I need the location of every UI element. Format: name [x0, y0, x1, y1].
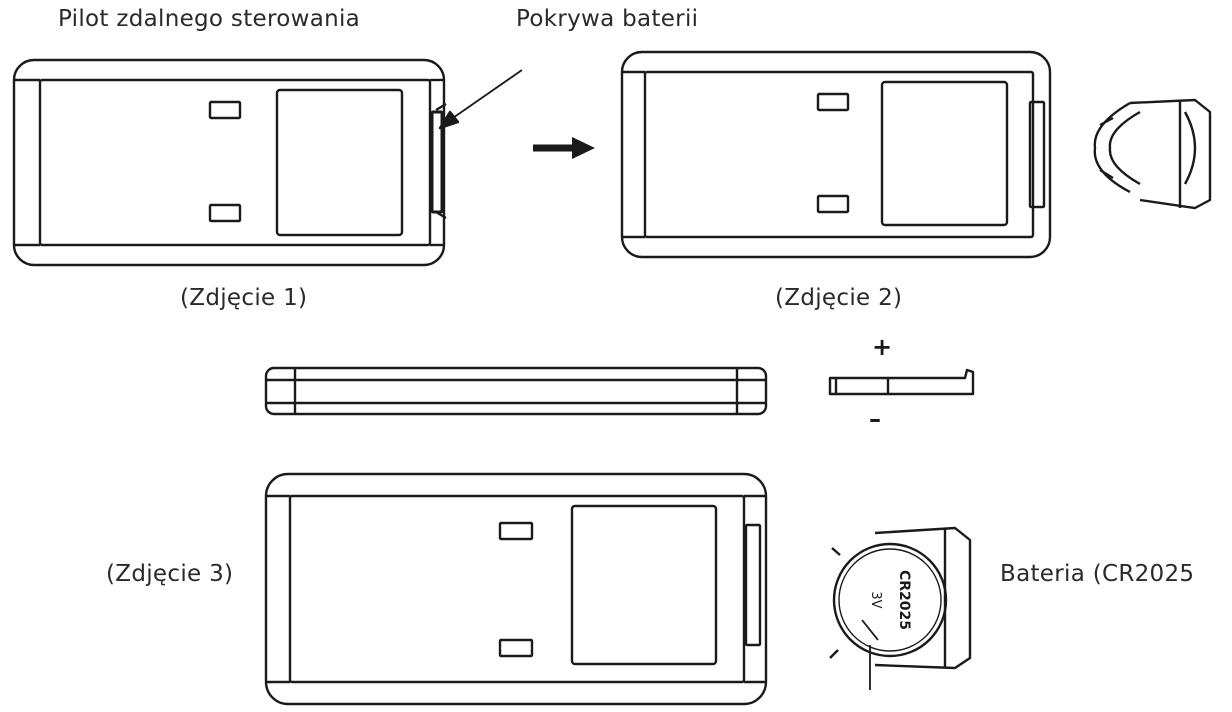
label-remote-control: Pilot zdalnego sterowania [58, 6, 361, 32]
label-battery: Bateria (CR2025 [1000, 561, 1195, 587]
label-photo-3: (Zdjęcie 3) [106, 561, 234, 587]
plus-sign: + [872, 333, 892, 361]
battery-voltage-marking: 3V [868, 591, 883, 608]
cover-pointer-arrow [438, 69, 523, 130]
direction-arrow [533, 137, 595, 159]
remote-bottom-view-photo-3 [264, 472, 768, 706]
remote-side-view [264, 366, 768, 416]
battery-holder-removed [1093, 98, 1212, 210]
label-photo-1: (Zdjęcie 1) [180, 285, 308, 311]
remote-top-view-photo-1 [12, 58, 447, 267]
remote-top-view-photo-2 [620, 50, 1052, 259]
battery-side-view [828, 368, 975, 396]
label-battery-cover: Pokrywa baterii [516, 6, 699, 32]
label-photo-2: (Zdjęcie 2) [775, 285, 903, 311]
battery-in-holder [829, 526, 972, 690]
battery-model-marking: CR2025 [896, 570, 912, 630]
minus-sign: – [869, 405, 881, 433]
